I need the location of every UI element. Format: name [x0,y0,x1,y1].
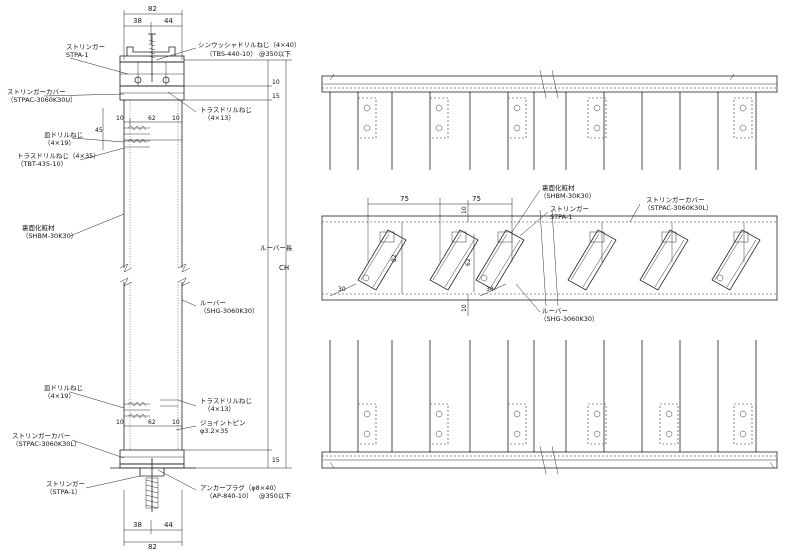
label-cover-bot-name: ストリンガーカバー [12,431,71,440]
dim-sec-h: 82 [391,254,398,262]
label-screw-top-name: シンウッシャドリルねじ（4×40） [198,41,300,49]
label-cover-right-name: ストリンガーカバー [646,195,705,204]
louver-body [119,100,191,450]
label-anchor-code: （AP-840-10） [206,492,253,500]
dim-pitch-b: 75 [472,195,481,203]
left-elevation: 82 38 44 [7,5,300,551]
label-anchor-name: アンカープラグ（φ8×40） [200,483,280,492]
label-cover-top-name: ストリンガーカバー [7,87,66,96]
louver-blades [357,222,761,291]
label-flat-top-size: （4×19） [44,139,75,147]
label-flat-bot-name: 皿ドリルねじ [44,384,83,392]
dim-bot-total: 82 [148,543,157,551]
bottom-elevation [321,340,778,475]
label-louver-right-name: ルーバー [542,307,568,315]
dim-top-left: 38 [133,17,142,25]
label-joint-pin-size: φ3.2×35 [200,427,228,435]
label-truss-top-size: （4×13） [204,114,235,122]
label-backing-left-name: 裏面化粧材 [22,223,55,232]
label-backing-right-code: （SHBM-30K30） [540,192,595,200]
label-anchor-pitch: @350以下 [259,492,291,500]
label-stringer-top-name: ストリンガー [66,42,105,51]
dim-bot-left: 38 [133,521,142,529]
label-stringer-top-code: STPA-1 [66,51,88,59]
label-stringer-bot-name: ストリンガー [46,479,85,488]
label-truss-bot-name: トラスドリルねじ [200,397,252,405]
dim-top-right: 44 [164,17,173,25]
dim-d45: 45 [95,127,103,134]
dim-sec-30b: 30 [486,286,494,293]
dim-bot-d62: 62 [148,419,156,426]
label-cover-bot-code: （STPAC-3060K30L） [12,440,81,448]
label-truss435-code: （TBT-435-10） [17,160,67,168]
dim-top-v15: 15 [272,93,280,100]
dim-sec-10b: 10 [461,304,468,312]
ch-label: CH [279,264,289,272]
dim-bot-right: 44 [164,521,173,529]
top-elevation [321,69,778,170]
dim-bot-v15: 15 [272,457,280,464]
dim-bot-d10-right: 10 [172,419,180,426]
plates-top [357,97,753,139]
label-screw-top-code: （TBS-440-10） [206,50,257,58]
dim-d10-right: 10 [172,115,180,122]
stringer-top [119,33,185,87]
label-louver-left-code: （SHG-3060K30） [200,307,258,315]
dim-pitch-a: 75 [400,195,409,203]
dim-top-v10: 10 [272,79,280,86]
dim-sec-30a: 30 [338,286,346,293]
label-screw-top-pitch: @350以下 [259,50,291,58]
label-flat-bot-size: （4×19） [44,392,75,400]
label-cover-top-code: （STPAC-3060K30U） [7,96,77,104]
label-backing-left-code: （SHBM-30K30） [22,232,77,240]
label-cover-right-code: （STPAC-3060K30L） [644,204,713,212]
stringer-bottom [110,458,196,512]
label-truss435-name: トラスドリルねじ（4×35） [17,152,100,160]
dim-sec-62: 62 [465,258,472,266]
label-stringer-right-name: ストリンガー [550,204,589,213]
label-truss-top-name: トラスドリルねじ [200,106,252,114]
label-backing-right-name: 裏面化粧材 [542,183,575,192]
label-stringer-bot-code: （STPA-1） [46,488,81,496]
label-truss-bot-size: （4×13） [204,405,235,413]
louver-section: 75 75 82 62 10 10 30 30 裏面化粧材 （SHBM-30K3… [321,183,778,323]
label-stringer-right-code: STPA-1 [550,213,572,221]
dim-bot-d10: 10 [116,419,124,426]
plates-bottom [357,403,753,445]
label-louver-right-code: （SHG-3060K30） [540,315,598,323]
label-louver-left-name: ルーバー [200,299,226,307]
dim-d62: 62 [148,115,156,122]
louver-length-label: ルーバー長 [260,244,293,252]
dim-top-total: 82 [148,5,157,13]
dim-sec-10: 10 [461,206,468,214]
label-joint-pin-name: ジョイントピン [200,419,246,427]
dim-d10: 10 [116,115,124,122]
label-flat-top-name: 皿ドリルねじ [44,131,83,139]
